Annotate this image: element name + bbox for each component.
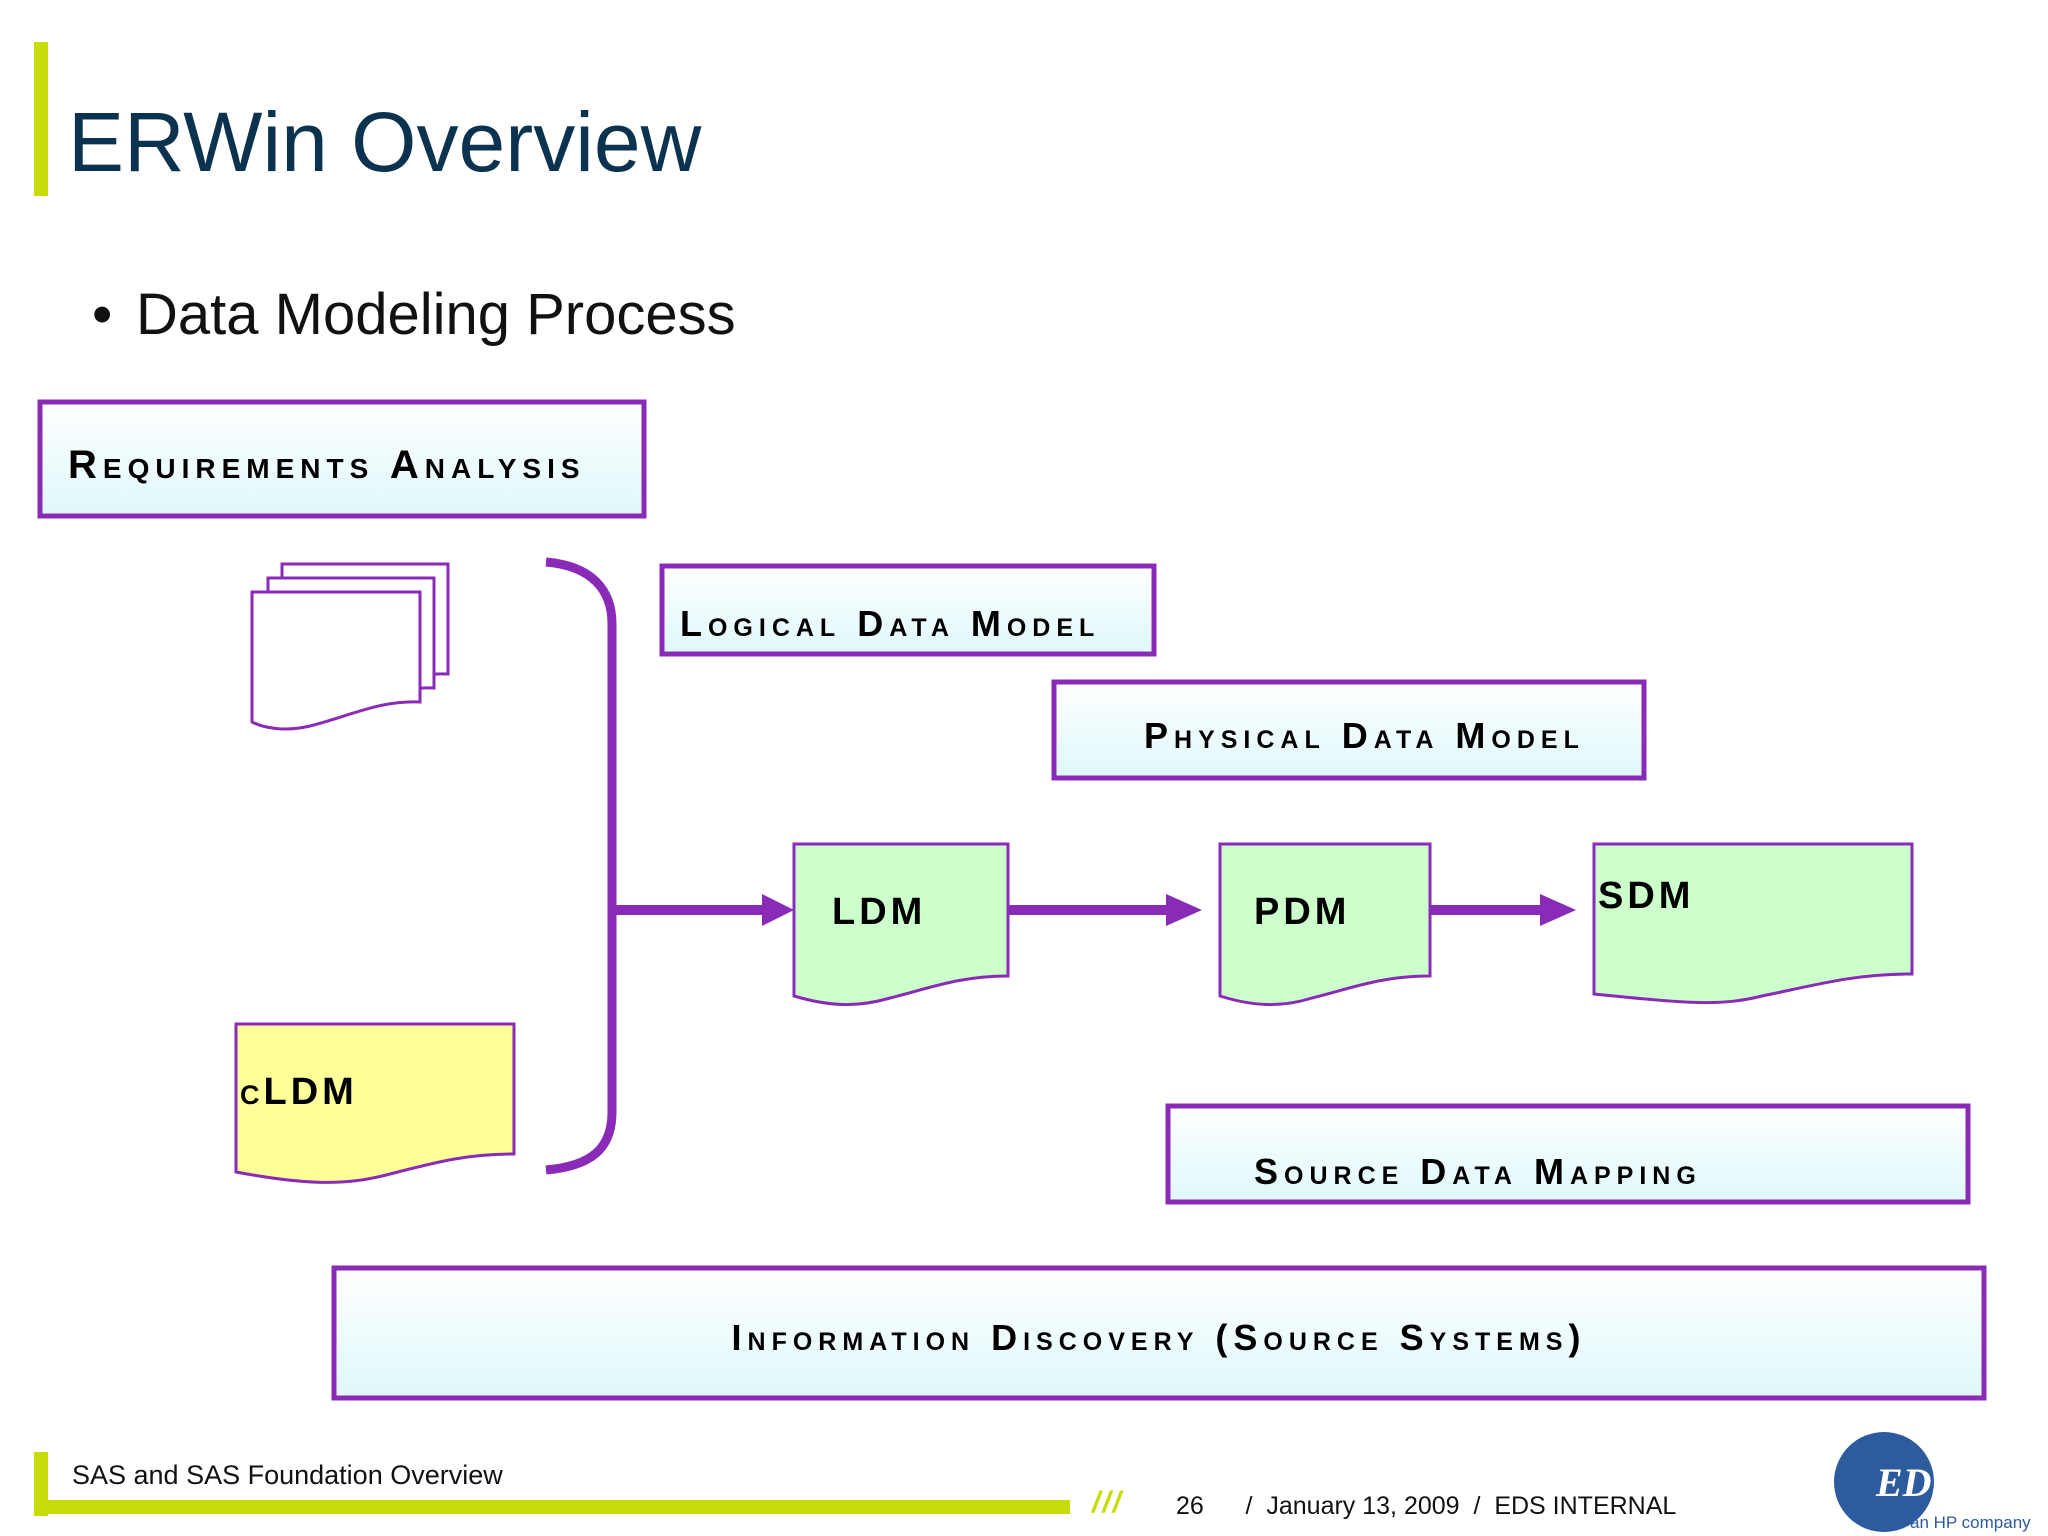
information-discovery-box: Information Discovery (Source Systems) [331, 1265, 1987, 1401]
arrow-pdm-to-sdm [1430, 894, 1576, 926]
sdm-label: SDM [1598, 875, 1694, 917]
pdm-label: PDM [1254, 891, 1350, 933]
eds-logo-circle [1834, 1432, 1934, 1532]
ldm-label: LDM [832, 891, 926, 933]
footer-separator: / [1473, 1492, 1481, 1520]
footer-separator: / [1245, 1492, 1253, 1520]
arrow-bracket-to-ldm [612, 894, 794, 926]
requirements-analysis-label: Requirements Analysis [68, 443, 586, 487]
physical-data-model-label: Physical Data Model [1144, 715, 1585, 756]
requirements-analysis-box: Requirements Analysis [37, 399, 647, 519]
documents-stack-icon [250, 562, 450, 731]
logical-data-model-label: Logical Data Model [680, 603, 1100, 644]
sdm-document: SDM [1592, 842, 1914, 1005]
source-data-mapping-box: Source Data Mapping [1165, 1103, 1971, 1205]
arrow-ldm-to-pdm [1008, 894, 1202, 926]
footer-presentation-title: SAS and SAS Foundation Overview [72, 1460, 503, 1490]
eds-logo-tagline: an HP company [1910, 1513, 2031, 1532]
footer-rule [34, 1500, 1070, 1514]
bullet-dot: • [92, 282, 113, 347]
eds-logo-wordmark: EDS [1875, 1460, 1954, 1505]
bracket-connector [545, 557, 617, 1175]
eds-logo: EDS an HP company [1834, 1432, 2031, 1532]
title-accent-bar [34, 42, 48, 196]
footer-slashes-mark: /// [1092, 1486, 1124, 1519]
bullet-item: •Data Modeling Process [92, 286, 736, 344]
information-discovery-label: Information Discovery (Source Systems) [732, 1317, 1587, 1358]
logical-data-model-box: Logical Data Model [659, 563, 1157, 657]
physical-data-model-box: Physical Data Model [1051, 679, 1647, 781]
footer-page-number: 26 [1176, 1492, 1204, 1520]
footer-date: January 13, 2009 [1266, 1492, 1460, 1520]
page-title: ERWin Overview [68, 95, 702, 189]
cldm-label: cLDM [240, 1071, 358, 1113]
pdm-document: PDM [1218, 842, 1432, 1006]
source-data-mapping-label: Source Data Mapping [1254, 1151, 1702, 1192]
ldm-document: LDM [792, 842, 1010, 1006]
cldm-document: cLDM [234, 1022, 516, 1184]
bullet-text: Data Modeling Process [136, 282, 736, 347]
footer-classification: EDS INTERNAL [1494, 1492, 1677, 1520]
footer-meta: 26 / January 13, 2009 / EDS INTERNAL [1176, 1492, 1676, 1521]
